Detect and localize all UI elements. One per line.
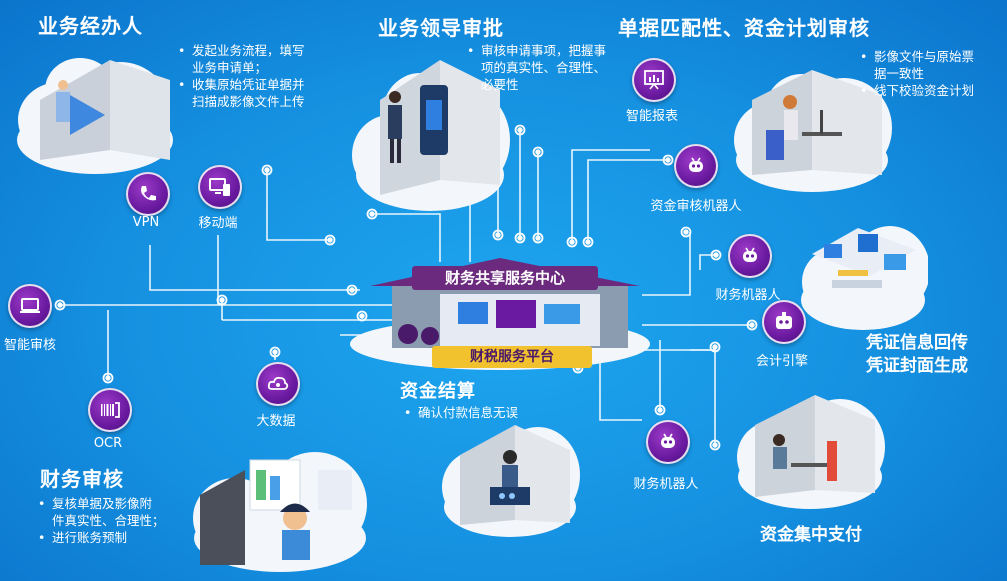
settlement-bullet-text: 确认付款信息无误 <box>418 405 519 420</box>
service-center-building <box>350 258 650 370</box>
big-data-label: 大数据 <box>256 414 296 429</box>
mobile-node <box>198 165 242 209</box>
finance-robot-bottom-node <box>646 420 690 464</box>
voucher-scene <box>801 226 928 330</box>
matching-bullet-text: 影像文件与原始票 <box>874 49 975 64</box>
audit-bullet-text: 复核单据及影像附 <box>52 496 153 511</box>
service-center-label: 财务共享服务中心 <box>412 266 598 290</box>
handler-bullet-text: 业务申请单； <box>192 60 268 75</box>
settlement-bullet: 确认付款信息无误 <box>404 404 518 421</box>
tax-platform-label: 财税服务平台 <box>432 346 592 368</box>
audit-bullet-text: 件真实性、合理性； <box>52 513 165 528</box>
settlement-scene <box>442 425 580 537</box>
cloud-data-icon <box>267 376 289 390</box>
approval-title: 业务领导审批 <box>378 16 504 40</box>
barcode-scanner-icon <box>101 402 120 418</box>
matching-scene <box>734 70 892 192</box>
robot-head-icon <box>776 312 792 329</box>
pooling-title: 资金集中支付 <box>760 525 862 545</box>
audit-bullet: 进行账务预制 <box>38 529 165 546</box>
handler-scene <box>17 58 173 174</box>
audit-bullet-text: 进行账务预制 <box>52 530 128 545</box>
matching-bullet-text: 线下校验资金计划 <box>874 83 975 98</box>
audit-scene <box>193 452 367 572</box>
mobile-label: 移动端 <box>198 216 238 231</box>
fund-robot-node <box>674 144 718 188</box>
smart-audit-node <box>8 284 52 328</box>
big-data-node <box>256 362 300 406</box>
pooling-scene <box>737 395 885 509</box>
ocr-node <box>88 388 132 432</box>
handler-bullet-text: 发起业务流程，填写 <box>192 43 305 58</box>
vpn-label: VPN <box>132 215 160 230</box>
handler-bullet-text: 扫描成影像文件上传 <box>192 94 305 109</box>
ocr-label: OCR <box>93 436 123 451</box>
robot-icon <box>661 433 675 448</box>
approval-scene <box>352 60 510 211</box>
laptop-icon <box>20 298 40 313</box>
matching-bullet: 线下校验资金计划 <box>860 82 974 99</box>
handler-bullet-text: 收集原始凭证单据并 <box>192 77 305 92</box>
approval-bullet-text: 项的真实性、合理性、 <box>481 60 607 75</box>
presentation-chart-icon <box>644 70 664 90</box>
fund-robot-label: 资金审核机器人 <box>650 199 742 214</box>
matching-bullets: 影像文件与原始票据一致性线下校验资金计划 <box>860 48 974 99</box>
vpn-node <box>126 172 170 216</box>
finance-robot-bottom-label: 财务机器人 <box>633 477 699 492</box>
finance-robot-right-label: 财务机器人 <box>715 288 781 303</box>
matching-bullet-text: 据一致性 <box>874 66 925 81</box>
monitor-phone-icon <box>209 178 230 196</box>
approval-bullet-text: 审核申请事项，把握事 <box>481 43 607 58</box>
settlement-title: 资金结算 <box>400 381 476 402</box>
voucher-line-1: 凭证信息回传 <box>866 333 968 353</box>
handler-title: 业务经办人 <box>38 14 143 38</box>
accounting-engine-node <box>762 300 806 344</box>
finance-robot-right-node <box>728 234 772 278</box>
smart-audit-label: 智能审核 <box>3 338 56 353</box>
smart-report-node <box>632 58 676 102</box>
accounting-engine-label: 会计引擎 <box>755 354 808 369</box>
phone-shield-icon <box>141 186 156 201</box>
settlement-bullets: 确认付款信息无误 <box>404 404 518 421</box>
robot-icon <box>689 157 703 172</box>
voucher-line-2: 凭证封面生成 <box>866 356 968 376</box>
robot-icon <box>743 247 757 262</box>
audit-title: 财务审核 <box>40 467 124 491</box>
smart-report-label: 智能报表 <box>625 109 678 124</box>
matching-title: 单据匹配性、资金计划审核 <box>618 16 870 40</box>
approval-bullet-text: 必要性 <box>481 77 519 92</box>
